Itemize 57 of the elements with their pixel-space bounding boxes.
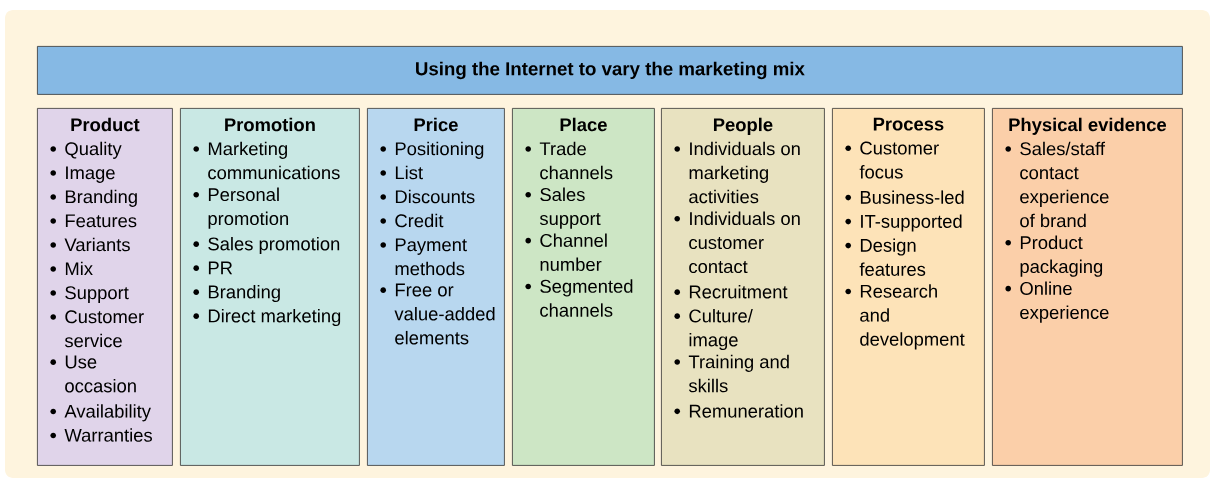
list-item: Trade channels bbox=[539, 141, 613, 180]
list-item: Payment methods bbox=[395, 238, 467, 276]
list-item: Segmented channels bbox=[540, 279, 633, 317]
list-item: IT-supported bbox=[861, 214, 962, 232]
list-item: Mix bbox=[65, 261, 93, 276]
category-column bbox=[661, 108, 825, 466]
list-item: Research and development bbox=[860, 284, 965, 350]
list-item: Product packaging bbox=[1020, 235, 1103, 277]
list-item: Sales promotion bbox=[208, 236, 340, 255]
list-item: Online experience bbox=[1020, 281, 1109, 323]
title-banner bbox=[37, 46, 1183, 95]
list-item: Recruitment bbox=[689, 284, 788, 299]
list-item: Design features bbox=[859, 238, 926, 276]
list-item: Business-led bbox=[860, 190, 964, 204]
list-item: Personal promotion bbox=[208, 187, 288, 229]
list-item: Channel number bbox=[540, 233, 607, 271]
list-item: Culture/ image bbox=[689, 308, 753, 351]
list-item: Support bbox=[65, 286, 129, 303]
list-item: Direct marketing bbox=[208, 308, 341, 327]
list-item: Sales support bbox=[539, 187, 601, 229]
list-item: Customer service bbox=[64, 310, 144, 348]
list-item: Branding bbox=[65, 189, 137, 207]
list-item: Credit bbox=[395, 213, 444, 228]
list-item: Positioning bbox=[395, 141, 484, 159]
list-item: Individuals on customer contact bbox=[689, 211, 800, 274]
banner-title: Using the Internet to vary the marketing mix bbox=[416, 61, 805, 80]
list-item: Warranties bbox=[64, 428, 152, 442]
list-item: Remuneration bbox=[689, 404, 803, 418]
list-item: Variants bbox=[64, 237, 130, 252]
list-item: Free or value-added elements bbox=[394, 283, 495, 345]
category-column bbox=[37, 108, 173, 466]
list-item: Individuals on marketing activities bbox=[689, 141, 800, 204]
column-heading: Product bbox=[71, 117, 140, 132]
list-item: Marketing communications bbox=[208, 141, 340, 180]
list-item: Discounts bbox=[395, 189, 475, 204]
category-column bbox=[180, 108, 360, 466]
category-column bbox=[992, 108, 1183, 466]
list-item: Sales/staff contact experience of brand bbox=[1020, 141, 1109, 228]
column-heading: Promotion bbox=[225, 117, 315, 132]
list-item: Customer focus bbox=[859, 141, 939, 179]
list-item: List bbox=[395, 165, 423, 180]
column-heading: Process bbox=[873, 117, 944, 131]
list-item: Image bbox=[66, 166, 115, 183]
column-heading: Place bbox=[560, 117, 607, 132]
column-heading: Physical evidence bbox=[1009, 117, 1166, 135]
list-item: Features bbox=[65, 214, 137, 228]
list-item: PR bbox=[208, 261, 233, 275]
list-item: Quality bbox=[65, 141, 122, 159]
list-item: Training and skills bbox=[688, 354, 789, 393]
list-item: Branding bbox=[208, 284, 280, 303]
column-heading: People bbox=[714, 117, 773, 135]
list-item: Availability bbox=[64, 404, 151, 422]
category-column bbox=[367, 108, 505, 466]
category-column bbox=[512, 108, 655, 466]
list-item: Use occasion bbox=[65, 355, 136, 393]
column-heading: Price bbox=[414, 117, 458, 132]
category-column bbox=[832, 108, 985, 466]
